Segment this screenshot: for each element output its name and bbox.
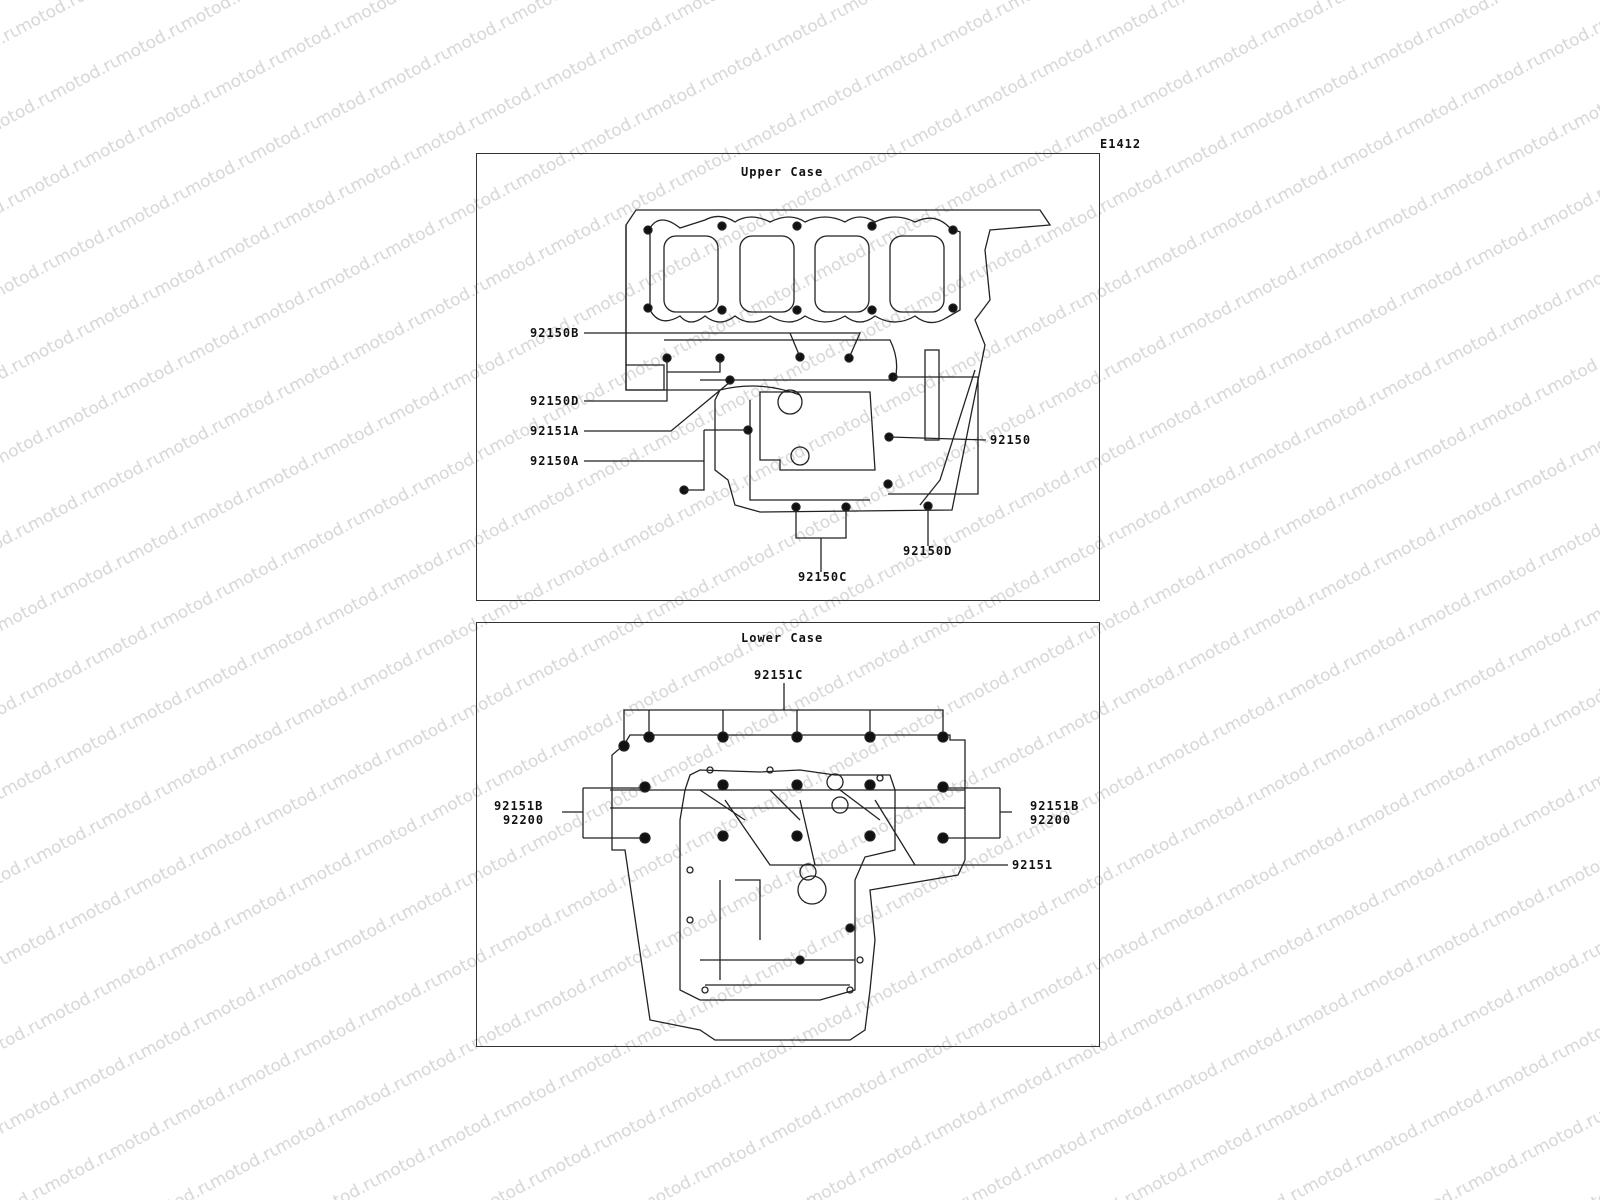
part-label-92150d-right: 92150D xyxy=(903,544,953,558)
diagram-code: E1412 xyxy=(1100,137,1142,151)
part-label-92151: 92151 xyxy=(1012,858,1054,872)
part-label-92151c: 92151C xyxy=(754,668,804,682)
part-label-92151b-left: 92151B xyxy=(494,799,544,813)
part-label-92150a: 92150A xyxy=(530,454,580,468)
part-label-92150c: 92150C xyxy=(798,570,848,584)
part-label-92151a: 92151A xyxy=(530,424,580,438)
part-label-92150b: 92150B xyxy=(530,326,580,340)
part-label-92150: 92150 xyxy=(990,433,1032,447)
lower-case-panel xyxy=(476,622,1100,1047)
part-label-92151b-right: 92151B xyxy=(1030,799,1080,813)
part-label-92150d-left: 92150D xyxy=(530,394,580,408)
upper-case-title: Upper Case xyxy=(741,165,824,179)
lower-case-title: Lower Case xyxy=(741,631,824,645)
part-label-92200-right: 92200 xyxy=(1030,813,1072,827)
upper-case-panel xyxy=(476,153,1100,601)
part-label-92200-left: 92200 xyxy=(503,813,545,827)
